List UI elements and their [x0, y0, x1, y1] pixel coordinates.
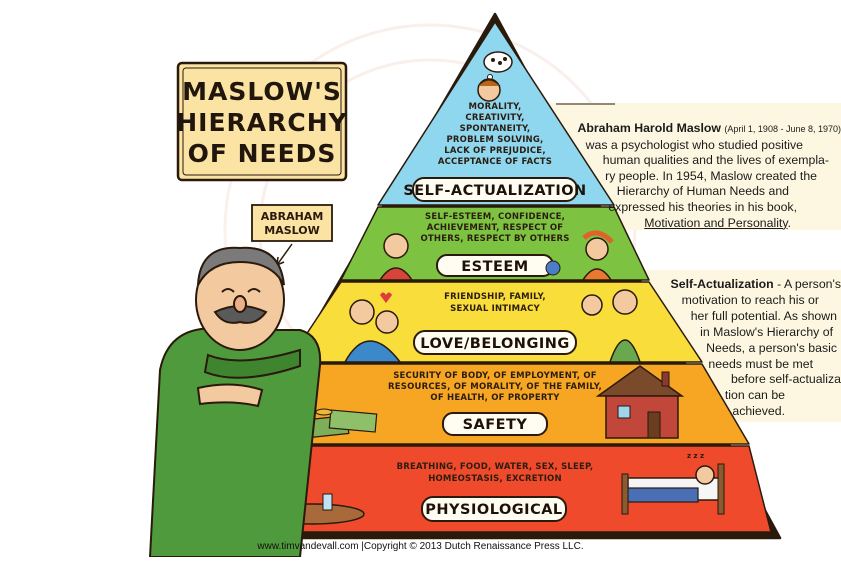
- bio-heading: Abraham Harold Maslow (April 1, 1908 - J…: [552, 121, 841, 138]
- level-text-line: SELF-ESTEEM, CONFIDENCE,: [425, 212, 565, 222]
- book-title-link[interactable]: Motivation and Personality: [644, 215, 788, 230]
- bio-line: was a psychologist who studied positive: [585, 137, 803, 152]
- level-safety-label: SAFETY: [463, 417, 528, 433]
- level-text-line: BREATHING, FOOD, WATER, SEX, SLEEP,: [397, 462, 594, 472]
- definition-heading-rest: - A person's: [773, 277, 841, 291]
- level-text-line: SECURITY OF BODY, OF EMPLOYMENT, OF: [393, 371, 597, 381]
- level-text-line: MORALITY,: [469, 102, 522, 112]
- level-label-pill: [421, 496, 567, 522]
- level-text-line: OF HEALTH, OF PROPERTY: [430, 393, 560, 403]
- person-label: ABRAHAM MASLOW: [251, 204, 333, 266]
- definition-line: before self-actualiza: [730, 372, 841, 387]
- svg-text:z z z: z z z: [687, 452, 704, 460]
- definition-line: achieved.: [732, 404, 785, 419]
- definition-line: Needs, a person's basic: [706, 340, 837, 355]
- level-text-line: SEXUAL INTIMACY: [450, 304, 540, 314]
- maslow-figure-illustration: [148, 246, 322, 558]
- definition-line: tion can be: [724, 388, 785, 403]
- level-text-line: FRIENDSHIP, FAMILY,: [444, 292, 546, 302]
- bio-dates: (April 1, 1908 - June 8, 1970): [724, 124, 841, 134]
- level-self-actualization-label: SELF-ACTUALIZATION: [403, 183, 586, 199]
- heart-icon: [380, 292, 392, 303]
- level-label-pill: [413, 330, 577, 355]
- thinking-person-illustration: [477, 51, 513, 102]
- bio-line: Hierarchy of Human Needs and: [616, 184, 789, 199]
- level-esteem-label: ESTEEM: [461, 259, 528, 275]
- definition-panel: Self-Actualization - A person's motivati…: [630, 277, 841, 420]
- level-self-actualization-band: [377, 21, 615, 206]
- level-text-line: CREATIVITY,: [465, 113, 524, 123]
- definition-term: Self-Actualization: [670, 277, 774, 291]
- definition-line: needs must be met: [708, 356, 813, 371]
- level-physiological-label: PHYSIOLOGICAL: [425, 502, 562, 518]
- level-text-line: PROBLEM SOLVING,: [447, 135, 544, 145]
- level-love-text: FRIENDSHIP, FAMILY, SEXUAL INTIMACY: [444, 292, 546, 314]
- bio-line: ry people. In 1954, Maslow created the: [605, 168, 817, 183]
- level-safety-text: SECURITY OF BODY, OF EMPLOYMENT, OF RESO…: [388, 371, 602, 403]
- person-label-line: ABRAHAM: [261, 210, 324, 223]
- level-text-line: SPONTANEITY,: [460, 124, 531, 134]
- level-label-pill: [442, 412, 548, 436]
- person-label-line: MASLOW: [264, 224, 319, 237]
- level-physiological-text: BREATHING, FOOD, WATER, SEX, SLEEP, HOME…: [397, 462, 594, 484]
- level-esteem-band: [340, 206, 650, 281]
- definition-line: in Maslow's Hierarchy of: [700, 324, 833, 339]
- level-text-line: HOMEOSTASIS, EXCRETION: [428, 474, 562, 484]
- bio-book-suffix: .: [787, 215, 791, 230]
- level-self-actualization-text: MORALITY, CREATIVITY, SPONTANEITY, PROBL…: [438, 102, 552, 167]
- level-love-label: LOVE/BELONGING: [420, 336, 570, 352]
- house-illustration: [595, 365, 685, 439]
- level-text-line: RESOURCES, OF MORALITY, OF THE FAMILY,: [388, 382, 602, 392]
- bio-line: human qualities and the lives of exempla…: [602, 153, 829, 168]
- definition-line: motivation to reach his or: [681, 292, 819, 307]
- definition-heading: Self-Actualization - A person's: [630, 277, 841, 293]
- bio-book-line: Motivation and Personality.: [552, 216, 841, 232]
- bio-panel: Abraham Harold Maslow (April 1, 1908 - J…: [552, 121, 841, 231]
- bio-name: Abraham Harold Maslow: [577, 121, 722, 135]
- sleeping-man-illustration: z z z: [621, 452, 725, 515]
- title-line: MASLOW'S: [182, 77, 342, 106]
- level-esteem-text: SELF-ESTEEM, CONFIDENCE, ACHIEVEMENT, RE…: [420, 212, 569, 244]
- bio-line: expressed his theories in his book,: [608, 199, 797, 214]
- esteem-people-illustration: [378, 230, 614, 281]
- definition-line: her full potential. As shown: [690, 308, 837, 323]
- level-text-line: ACCEPTANCE OF FACTS: [438, 157, 552, 167]
- copyright-footer: www.timvandevall.com |Copyright © 2013 D…: [257, 541, 584, 552]
- family-illustration: [343, 289, 642, 363]
- level-text-line: LACK OF PREJUDICE,: [444, 146, 546, 156]
- title-box: MASLOW'S HIERARCHY OF NEEDS: [176, 61, 348, 182]
- title-line: HIERARCHY: [176, 108, 348, 137]
- level-text-line: OTHERS, RESPECT BY OTHERS: [420, 234, 569, 244]
- level-label-pill: [412, 177, 578, 202]
- level-text-line: ACHIEVEMENT, RESPECT OF: [427, 223, 564, 233]
- title-line: OF NEEDS: [188, 139, 337, 168]
